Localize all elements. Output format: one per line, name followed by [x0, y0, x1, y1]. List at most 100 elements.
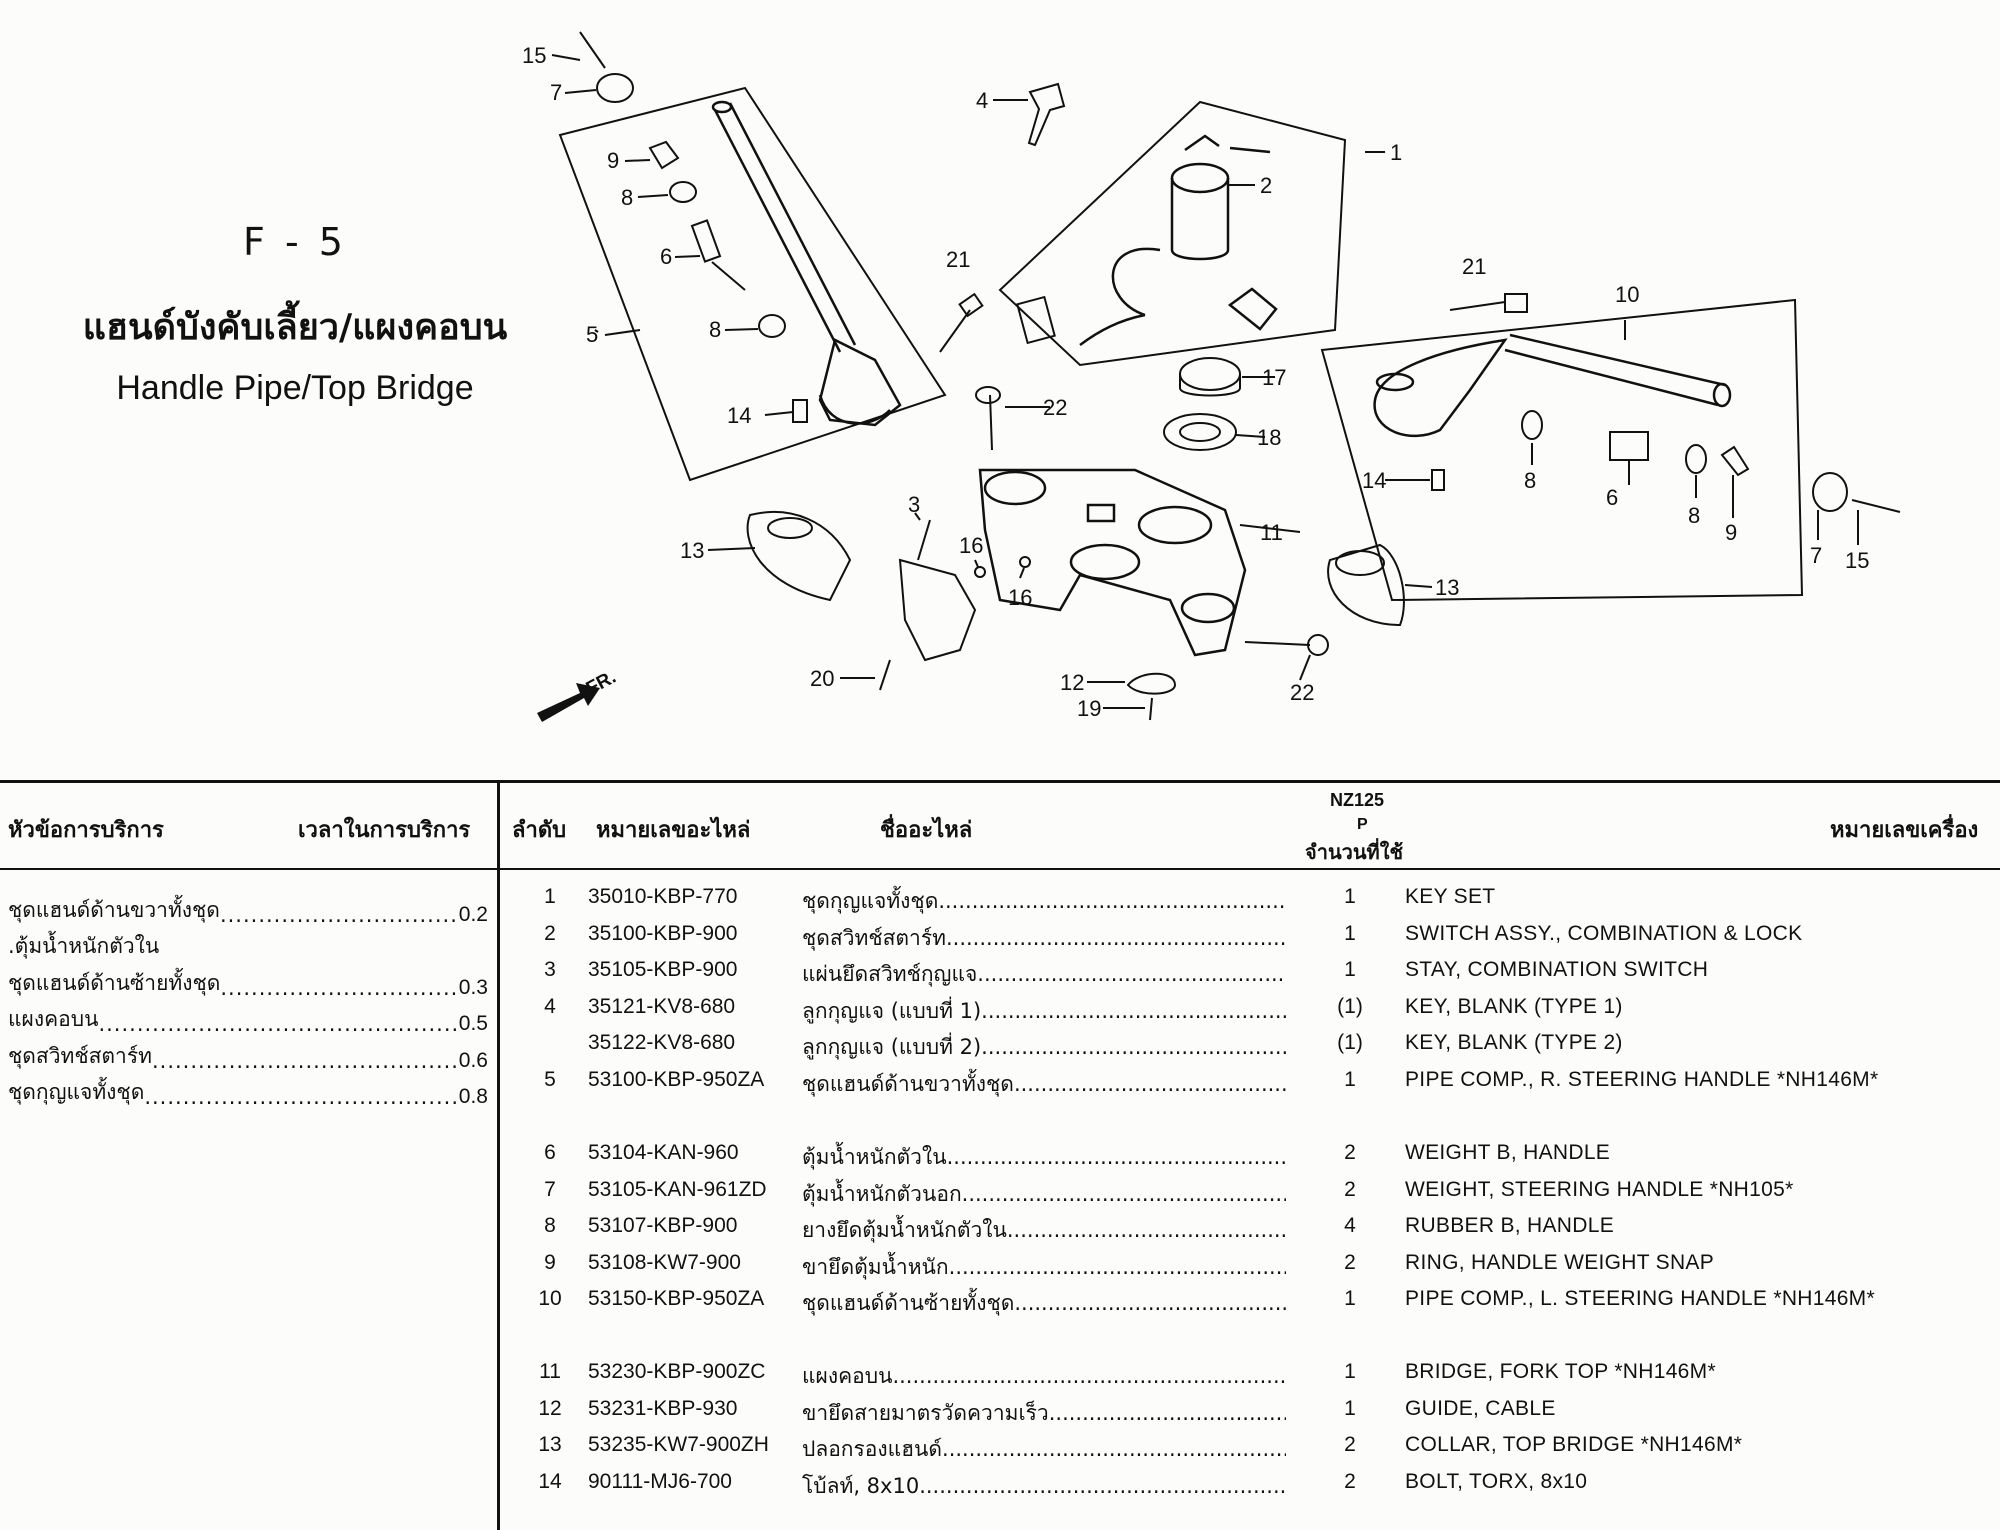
- exploded-parts-diagram: 15 7 9 8 6 8 5 14 4 1 2 21 22 17 18 21 1…: [522, 31, 1901, 722]
- callout-22-top: 22: [1043, 395, 1067, 420]
- bolt-part-21-right: [1449, 301, 1506, 311]
- dot-leader: ........................................…: [98, 1012, 459, 1036]
- header-qty: จำนวนที่ใช้: [1305, 840, 1404, 864]
- callout-2: 2: [1260, 173, 1272, 198]
- collar-part-13-left: [746, 511, 852, 602]
- dot-leader: ........................................…: [1048, 1400, 1286, 1425]
- weight-end-part-9: [648, 140, 680, 170]
- bolt-head-21-left: [958, 292, 984, 318]
- callout-13-left: 13: [680, 538, 704, 563]
- bolt-part-19: [1149, 697, 1153, 721]
- combination-switch-part-2: [1079, 134, 1278, 347]
- callout-22-bottom: 22: [1290, 680, 1314, 705]
- bolt-part-21-left: [939, 309, 971, 353]
- outer-weight-part-7-left: [1812, 472, 1848, 512]
- callout-11: 11: [1260, 520, 1283, 545]
- dot-leader: ........................................…: [151, 1048, 459, 1073]
- dot-leader: ........................................…: [919, 1473, 1286, 1498]
- service-item-row: .ตุ้มน้ำหนักตัวใน: [8, 934, 160, 958]
- callout-21-right: 21: [1462, 254, 1486, 279]
- callout-8-left-b: 8: [1688, 503, 1700, 528]
- dot-leader: ........................................…: [938, 889, 1286, 913]
- header-engine-no: หมายเลขเครื่อง: [1830, 818, 1979, 843]
- service-item-row: ชุดสวิทช์สตาร์ท.........................…: [8, 1043, 488, 1073]
- dot-leader: ........................................…: [942, 1437, 1286, 1461]
- title-block: F - 5 แฮนด์บังคับเลี้ยว/แผงคอบน Handle P…: [60, 220, 530, 408]
- callout-labels: 15 7 9 8 6 8 5 14 4 1 2 21 22 17 18 21 1…: [522, 43, 1869, 721]
- bolt-part-14-right: [792, 399, 808, 423]
- callout-14-left: 14: [1362, 468, 1386, 493]
- callout-13-right: 13: [1435, 575, 1459, 600]
- inner-weight-part-6-left: [1609, 431, 1649, 461]
- table-column-divider: [497, 780, 500, 1530]
- rubber-part-8d: [1685, 444, 1707, 474]
- left-handle-group-frame: [1320, 298, 1804, 602]
- bolt-part-15-left: [1851, 499, 1901, 513]
- header-part-no: หมายเลขอะไหล่: [596, 818, 751, 843]
- parts-table: หัวข้อการบริการ เวลาในการบริการ ลำดับ หม…: [0, 780, 2000, 1530]
- inner-weight-part-6: [690, 219, 746, 291]
- bolt-head-22-top: [975, 386, 1001, 404]
- service-item-row: ชุดแฮนด์ด้านซ้ายทั้งชุด.................…: [8, 970, 488, 1000]
- collar-part-13-right: [1327, 543, 1405, 627]
- section-title-thai: แฮนด์บังคับเลี้ยว/แผงคอบน: [82, 307, 508, 348]
- callout-8-left-a: 8: [1524, 468, 1536, 493]
- callout-16-a: 16: [959, 533, 983, 558]
- key-blank-part-4: [1027, 82, 1066, 147]
- stem-nut-part-17: [1179, 357, 1241, 397]
- callout-6-left: 6: [1606, 485, 1618, 510]
- callout-21-left: 21: [946, 247, 970, 272]
- callout-8-right-a: 8: [621, 185, 633, 210]
- header-service-time: เวลาในการบริการ: [298, 818, 471, 843]
- rubber-part-8b: [758, 314, 786, 338]
- left-handle-pipe-part: [1373, 333, 1732, 438]
- screw-part-16b: [1019, 556, 1031, 568]
- right-handle-group-frame: [558, 86, 947, 482]
- dot-leader: ........................................…: [1013, 1071, 1286, 1096]
- bolt-head-21-right: [1504, 293, 1528, 313]
- dot-leader: ........................................…: [961, 1181, 1286, 1206]
- dot-leader: ........................................…: [981, 1035, 1286, 1059]
- switch-stay-part-3: [898, 519, 977, 662]
- callout-12: 12: [1060, 670, 1084, 695]
- callout-16-b: 16: [1008, 585, 1032, 610]
- dot-leader: ........................................…: [220, 975, 459, 1000]
- switch-connector: [1016, 295, 1056, 345]
- bolt-part-15: [579, 31, 606, 69]
- service-item-row: แผงคอบน.................................…: [8, 1007, 488, 1036]
- callout-4: 4: [976, 88, 988, 113]
- dot-leader: ........................................…: [981, 998, 1286, 1023]
- callout-15-left: 15: [1845, 548, 1869, 573]
- section-title-english: Handle Pipe/Top Bridge: [116, 369, 474, 407]
- callout-8-right-b: 8: [709, 317, 721, 342]
- table-header-rule: [0, 868, 2000, 870]
- dot-leader: ........................................…: [144, 1085, 459, 1109]
- service-item-row: ชุดกุญแจทั้งชุด.........................…: [8, 1080, 488, 1109]
- key-set-group-frame: [998, 100, 1347, 367]
- section-code: F - 5: [243, 220, 347, 264]
- cable-guide-part-12: [1126, 672, 1177, 695]
- dot-leader: ........................................…: [1006, 1218, 1286, 1242]
- dot-leader: ........................................…: [948, 1254, 1286, 1279]
- dot-leader: ........................................…: [1014, 1291, 1286, 1315]
- screw-part-16a: [974, 566, 986, 578]
- callout-9-left: 9: [1725, 520, 1737, 545]
- callout-17: 17: [1262, 365, 1286, 390]
- rubber-part-8a: [669, 181, 697, 203]
- callout-9-right: 9: [607, 148, 619, 173]
- dot-leader: ........................................…: [892, 1364, 1286, 1388]
- callout-6-right: 6: [660, 244, 672, 269]
